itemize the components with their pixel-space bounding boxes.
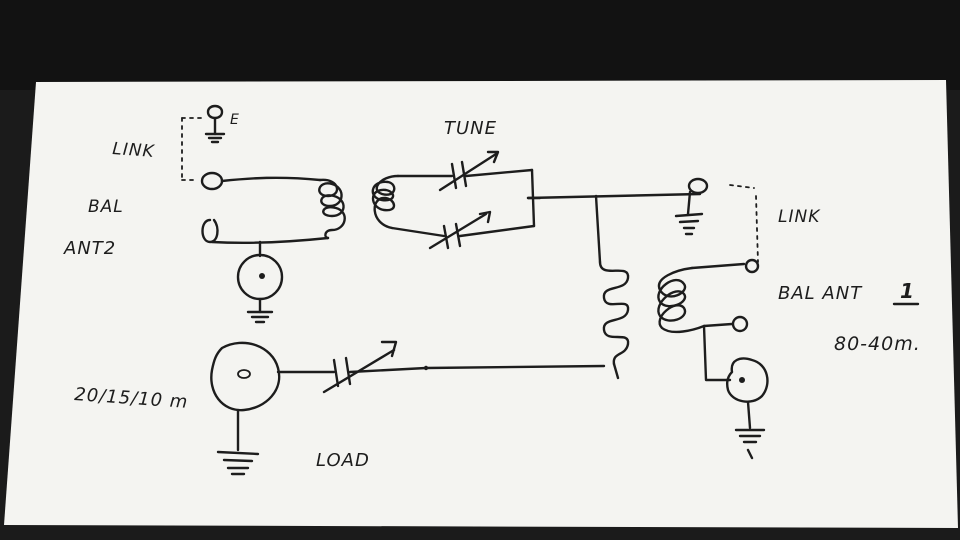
ant2-label: ANT2 [63, 238, 116, 259]
tune-capacitor-top [396, 150, 534, 192]
load-capacitor [276, 340, 606, 394]
load-label: LOAD [316, 450, 370, 471]
ant1-coupling-coil [657, 258, 760, 382]
backdrop-shade [0, 0, 960, 90]
ant2-coax-socket [236, 240, 284, 324]
paper-sheet [4, 80, 958, 528]
tune-side-coil [371, 174, 400, 230]
ant-number-label: 1 [900, 279, 915, 303]
link-left-label: LINK [112, 139, 156, 162]
tune-capacitor-bottom [390, 210, 536, 250]
ant1-coax-socket [726, 357, 769, 460]
bal-left-label: BAL [88, 197, 124, 217]
tune-bus [526, 168, 702, 228]
bal-ant-1-label: BAL ANT [778, 283, 863, 304]
band-80-40-label: 80-40m. [834, 333, 921, 355]
ant2-coupling-coil [318, 178, 346, 240]
link-right-label: LINK [778, 207, 821, 227]
load-coax-socket [210, 341, 281, 476]
tune-label: TUNE [444, 118, 497, 139]
ant1-link-ground [674, 177, 759, 263]
main-inductor [594, 194, 630, 380]
earth-mark-label: E [230, 112, 240, 128]
ant2-link-ground [181, 104, 226, 179]
ant2-terminals [181, 171, 330, 244]
